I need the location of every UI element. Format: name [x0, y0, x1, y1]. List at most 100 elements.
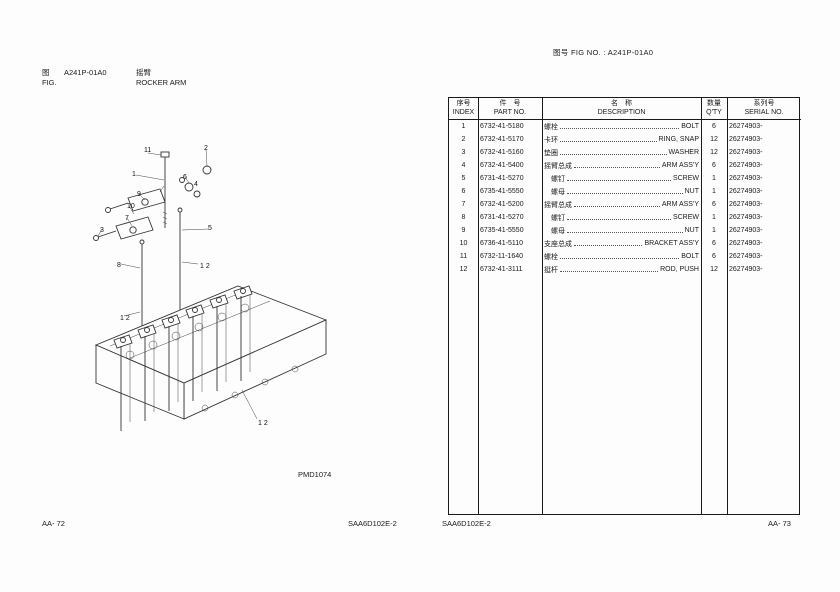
qty-cell: 1 — [712, 175, 716, 182]
description-en: RING, SNAP — [658, 136, 699, 143]
fig-label-en: FIG. — [42, 78, 57, 87]
part-no-cell: 6731-41-5270 — [480, 214, 524, 221]
index-cell: 2 — [461, 136, 466, 143]
qty-cell: 12 — [710, 149, 718, 156]
part-no-cell: 6732-41-5400 — [480, 162, 524, 169]
description-zh: 螺栓 — [544, 253, 558, 261]
dotted-leader — [560, 270, 659, 272]
index-cell: 1 — [461, 123, 466, 130]
index-cell: 7 — [461, 201, 466, 208]
footer-left-page-no: AA- 72 — [42, 519, 65, 528]
footer-left-book-code: SAA6D102E-2 — [348, 519, 397, 528]
index-cell: 9 — [461, 227, 466, 234]
serial-cell: 26274903- — [729, 240, 763, 247]
qty-cell: 6 — [712, 162, 716, 169]
footer-right-book-code: SAA6D102E-2 — [442, 519, 491, 528]
dotted-leader — [567, 179, 671, 181]
serial-cell: 26274903- — [729, 123, 763, 130]
serial-cell: 26274903- — [729, 136, 763, 143]
index-cell: 12 — [459, 266, 468, 273]
description-zh: 螺钉 — [544, 214, 565, 222]
serial-cell: 26274903- — [729, 175, 763, 182]
qty-cell: 1 — [712, 188, 716, 195]
callout-11: 11 — [144, 147, 152, 154]
qty-cell: 6 — [712, 253, 716, 260]
index-cell: 11 — [459, 253, 468, 260]
dotted-leader — [560, 257, 680, 259]
callout-12c: 1 2 — [258, 420, 268, 427]
dotted-leader — [560, 127, 680, 129]
description-zh: 垫圈 — [544, 149, 558, 157]
figure-header: 图 A241P-01A0 摇臂 FIG. ROCKER ARM — [42, 68, 186, 88]
description-cell: 螺栓 BOLT — [542, 250, 701, 263]
callout-4: 4 — [194, 181, 198, 188]
part-no-cell: 6732-41-3111 — [480, 266, 523, 273]
callout-9: 9 — [137, 191, 141, 198]
serial-cell: 26274903- — [729, 188, 763, 195]
description-en: ARM ASS'Y — [661, 201, 699, 208]
description-zh: 摇臂总成 — [544, 201, 572, 209]
serial-cell: 26274903- — [729, 149, 763, 156]
fig-no-header: 图号 FIG NO. : A241P-01A0 — [553, 48, 654, 57]
callout-3: 3 — [100, 227, 104, 234]
fig-label-zh: 图 — [42, 68, 50, 77]
description-en: ARM ASS'Y — [661, 162, 699, 169]
footer-right-page-no: AA- 73 — [768, 519, 791, 528]
qty-cell: 12 — [710, 136, 718, 143]
serial-cell: 26274903- — [729, 214, 763, 221]
dotted-leader — [567, 192, 683, 194]
dotted-leader — [567, 218, 671, 220]
dotted-leader — [574, 205, 660, 207]
serial-cell: 26274903- — [729, 162, 763, 169]
callout-10: 10 — [127, 203, 135, 210]
part-no-cell: 6732-41-5180 — [480, 123, 524, 130]
description-zh: 螺母 — [544, 227, 565, 235]
description-cell: 摇臂总成 ARM ASS'Y — [542, 159, 701, 172]
qty-cell: 6 — [712, 123, 716, 130]
description-en: BOLT — [681, 253, 699, 260]
dotted-leader — [560, 140, 657, 142]
index-cell: 8 — [461, 214, 466, 221]
description-en: WASHER — [668, 149, 699, 156]
callout-1: 1 — [132, 171, 136, 178]
description-en: SCREW — [672, 214, 699, 221]
serial-cell: 26274903- — [729, 201, 763, 208]
diagram-code: PMD1074 — [298, 470, 332, 479]
qty-cell: 6 — [712, 240, 716, 247]
part-no-cell: 6735-41-5550 — [480, 188, 524, 195]
fig-number-spacer — [64, 78, 136, 88]
description-zh: 摇臂总成 — [544, 162, 572, 170]
dotted-leader — [560, 153, 667, 155]
description-en: BOLT — [681, 123, 699, 130]
part-no-cell: 6732-41-5170 — [480, 136, 524, 143]
description-en: SCREW — [672, 175, 699, 182]
description-zh: 挺杆 — [544, 266, 558, 274]
part-no-cell: 6732-41-5200 — [480, 201, 524, 208]
description-zh: 螺钉 — [544, 175, 565, 183]
qty-cell: 12 — [710, 266, 718, 273]
callout-8: 8 — [117, 262, 121, 269]
index-cell: 10 — [459, 240, 468, 247]
description-cell: 垫圈 WASHER — [542, 146, 701, 159]
qty-cell: 6 — [712, 201, 716, 208]
fig-name-zh: 摇臂 — [136, 68, 151, 77]
qty-cell: 1 — [712, 227, 716, 234]
fig-number: A241P-01A0 — [64, 68, 107, 77]
serial-cell: 26274903- — [729, 266, 763, 273]
